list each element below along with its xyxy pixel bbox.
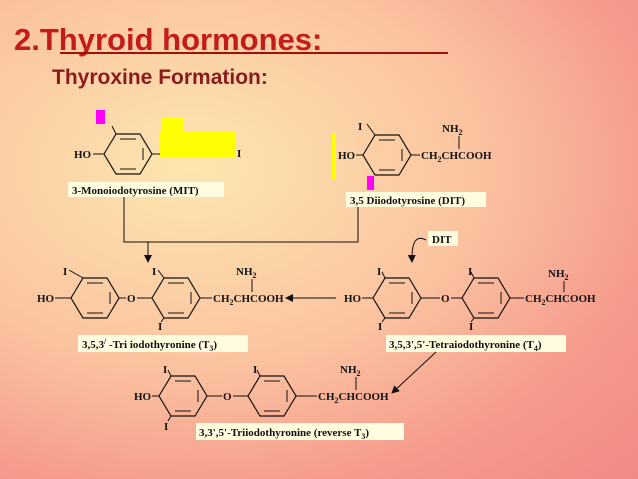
t4-ho: HO [344,293,362,305]
mit-structure: HO I [74,110,241,175]
t3-label-box [78,335,248,352]
mit-dit-connector [123,197,359,243]
mit-label: 3-Monoiodotyrosine (MIT) [72,185,199,197]
rt3-label-box [196,423,404,440]
yellow-highlight [332,133,336,179]
t3-label: 3,5,3/ -Tri iodothyronine (T3) [82,337,217,353]
magenta-highlight [367,176,374,190]
rt3-nh2: NH2 [340,364,361,378]
dit-iodine-top: I [358,121,362,133]
t3-iodine-top-left: I [63,266,67,278]
t4-iodine-top-left: I [377,266,381,278]
t3-ho: HO [37,293,55,305]
title-underline [60,52,448,54]
t4-iodine-top-right: I [468,266,472,278]
rt3-side-chain: CH2CHCOOH [318,391,389,405]
mit-label-box [68,182,224,197]
t4-to-rt3-arrow [391,351,437,394]
t4-side-chain: CH2CHCOOH [525,293,596,307]
t4-structure: I I I I HO O NH2 CH2CHCOOH [344,266,596,333]
mit-ho: HO [74,149,92,161]
t4-iodine-bottom-right: I [469,321,473,333]
dit-addition-arrow [407,237,427,263]
rt3-iodine-bottom-left: I [164,421,168,433]
magenta-highlight [96,110,105,124]
t4-label-box [386,335,566,352]
t3-structure: I I I HO O NH2 CH2CHCOOH [37,266,284,333]
dit-label-box [346,192,486,207]
t4-iodine-bottom-left: I [378,321,382,333]
rt3-iodine-top-right: I [253,364,257,376]
dit-side-chain: CH2CHCOOH [421,150,492,164]
mit-partial-i: I [237,148,241,160]
dit-arrow-label-box [428,231,458,246]
t4-ether-o: O [441,293,450,305]
yellow-highlight [160,132,236,158]
t3-nh2: NH2 [236,266,257,280]
t3-ether-o: O [127,293,136,305]
rt3-ether-o: O [223,391,232,403]
t4-label: 3,5,3',5'-Tetraiodothyronine (T4) [389,339,542,353]
dit-label: 3,5 Diiodotyrosine (DIT) [350,195,465,207]
slide-title: 2.Thyroid hormones: [14,22,323,57]
rt3-label: 3,3',5'-Triiodothyronine (reverse T3) [199,427,369,441]
rt3-structure: I I I HO O NH2 CH2CHCOOH [134,364,389,433]
t3-side-chain: CH2CHCOOH [213,293,284,307]
dit-arrow-label: DIT [432,234,452,246]
rt3-ho: HO [134,391,152,403]
dit-structure: I HO NH2 CH2CHCOOH [332,121,492,190]
slide-subtitle: Thyroxine Formation: [52,66,268,89]
t3-iodine-top-right: I [152,266,156,278]
t3-iodine-bottom: I [158,321,162,333]
yellow-highlight [162,118,184,132]
dit-ho: HO [338,150,356,162]
rt3-iodine-top-left: I [163,364,167,376]
t4-nh2: NH2 [548,268,569,282]
dit-nh2: NH2 [442,123,463,137]
